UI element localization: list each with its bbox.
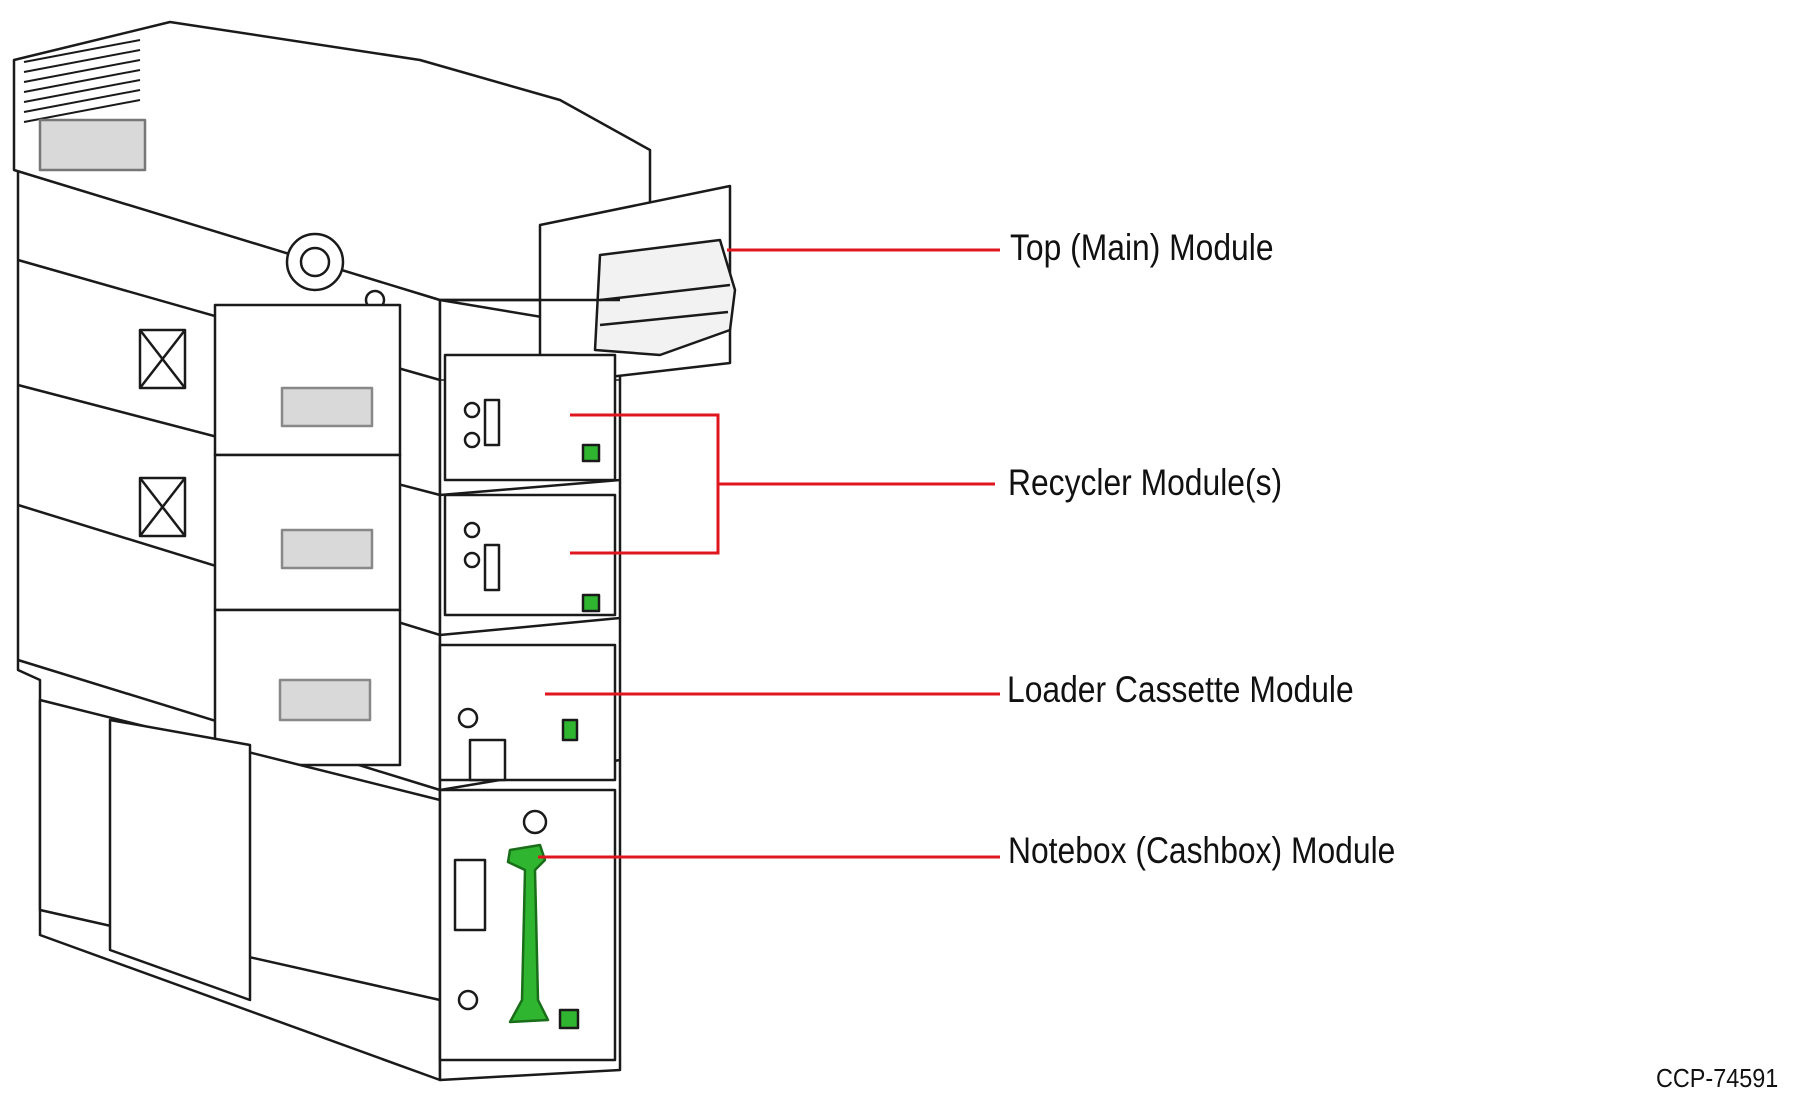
- label-plate-mid: [280, 528, 374, 570]
- reference-code: CCP-74591: [1656, 1063, 1779, 1093]
- label-plate: [38, 118, 147, 172]
- notebox-green-handle: [506, 843, 550, 1024]
- cash-recycler-unit: [12, 20, 737, 1082]
- callout-notebox-module: Notebox (Cashbox) Module: [1008, 830, 1396, 871]
- callout-loader-cassette-module: Loader Cassette Module: [1007, 669, 1354, 710]
- side-panel-upper: [213, 303, 402, 457]
- leader-lines: [538, 248, 1000, 859]
- label-plate-loader: [278, 678, 372, 722]
- callout-recycler-modules: Recycler Module(s): [1008, 462, 1283, 503]
- top-module-body: [12, 20, 652, 302]
- bill-slot: [593, 238, 737, 357]
- vent-grille: [23, 39, 141, 123]
- callout-top-module: Top (Main) Module: [1010, 227, 1274, 268]
- label-plate-upper: [280, 386, 374, 428]
